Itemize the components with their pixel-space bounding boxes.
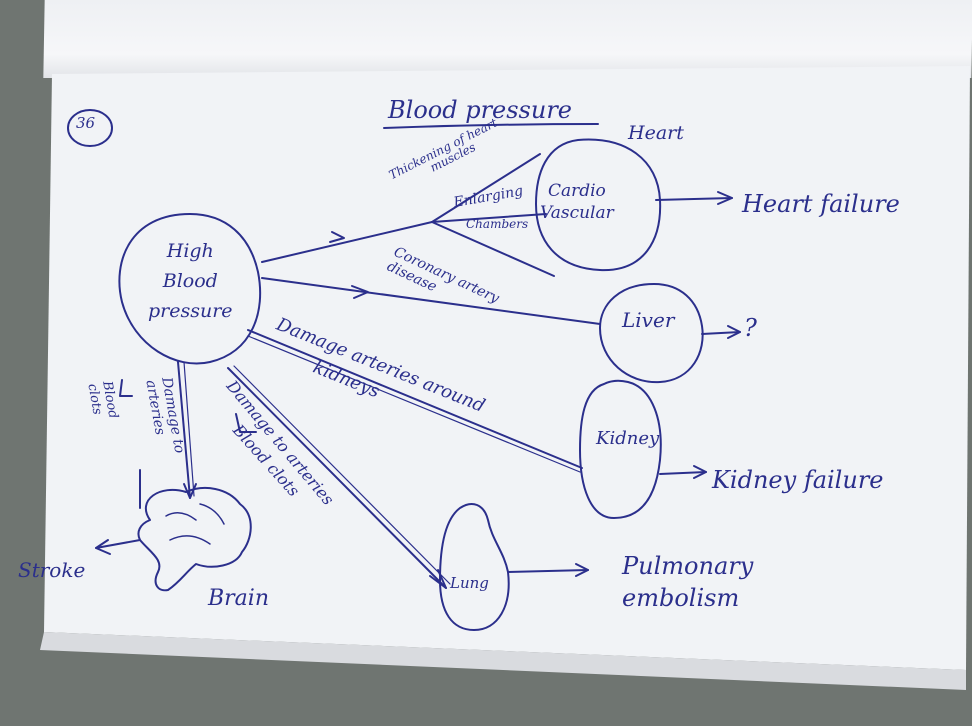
edge-label-chambers: Chambers [466,218,528,230]
high-bp-line2: Blood [148,266,233,296]
cardio-line2: Vascular [540,202,614,224]
page-title: Blood pressure [388,98,572,122]
cardio-line1: Cardio [540,180,614,202]
page-number: 36 [76,116,95,131]
pulmonary-line2: embolism [622,582,753,614]
node-cardio-vascular: Cardio Vascular [540,180,614,224]
outcome-liver-unknown: ? [744,316,757,340]
outcome-stroke: Stroke [18,560,85,580]
high-bp-line1: High [148,236,233,266]
node-kidney: Kidney [596,430,659,448]
edge-label-clots-brain: Blood clots [84,380,120,422]
outcome-heart-failure: Heart failure [742,192,900,216]
node-brain: Brain [208,588,269,610]
pulmonary-line1: Pulmonary [622,550,753,582]
label-heart: Heart [628,124,684,143]
outcome-pulmonary-embolism: Pulmonary embolism [622,550,753,614]
node-liver: Liver [622,310,674,330]
node-high-blood-pressure: High Blood pressure [148,236,233,326]
high-bp-line3: pressure [148,296,233,326]
node-lung: Lung [450,576,489,591]
notebook-page [44,66,970,670]
outcome-kidney-failure: Kidney failure [712,468,884,492]
